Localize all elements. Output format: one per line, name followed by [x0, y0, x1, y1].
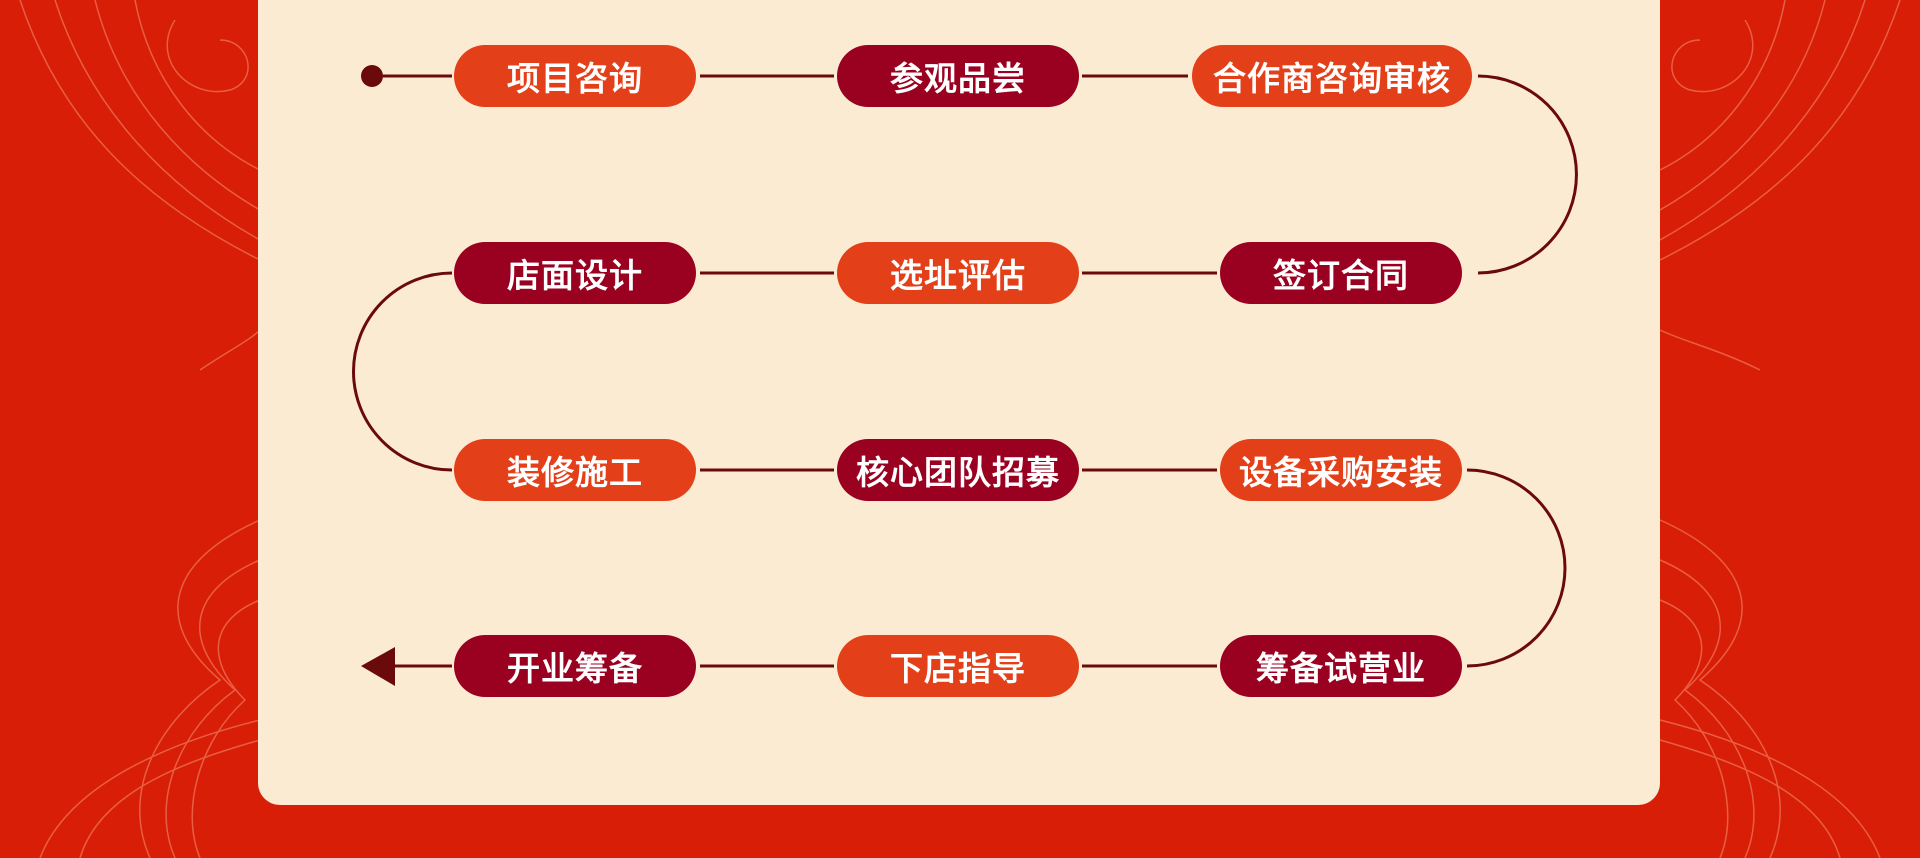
step-project-consult: 项目咨询 — [454, 45, 696, 107]
step-label: 选址评估 — [890, 256, 1026, 295]
start-dot — [361, 65, 383, 87]
step-onsite-guidance: 下店指导 — [837, 635, 1079, 697]
step-label: 核心团队招募 — [856, 453, 1060, 492]
step-label: 筹备试营业 — [1256, 649, 1426, 688]
step-label: 装修施工 — [507, 453, 643, 492]
step-label: 设备采购安装 — [1239, 453, 1443, 492]
step-equipment-install: 设备采购安装 — [1220, 439, 1462, 501]
connector-3-4 — [1477, 74, 1578, 275]
step-partner-review: 合作商咨询审核 — [1192, 45, 1472, 107]
step-sign-contract: 签订合同 — [1220, 242, 1462, 304]
step-opening-prep: 开业筹备 — [454, 635, 696, 697]
step-label: 签订合同 — [1273, 256, 1409, 295]
end-arrow-icon — [361, 647, 395, 686]
step-label: 开业筹备 — [507, 649, 643, 688]
step-label: 参观品尝 — [890, 59, 1026, 98]
step-trial-operation-prep: 筹备试营业 — [1220, 635, 1462, 697]
step-label: 合作商咨询审核 — [1213, 59, 1451, 98]
step-label: 店面设计 — [507, 256, 643, 295]
step-site-assessment: 选址评估 — [837, 242, 1079, 304]
step-renovation: 装修施工 — [454, 439, 696, 501]
connector-9-10 — [1466, 468, 1567, 668]
step-visit-tasting: 参观品尝 — [837, 45, 1079, 107]
step-team-recruitment: 核心团队招募 — [837, 439, 1079, 501]
step-store-design: 店面设计 — [454, 242, 696, 304]
step-label: 项目咨询 — [507, 59, 643, 98]
connector-6-7 — [352, 271, 453, 472]
step-label: 下店指导 — [890, 649, 1026, 688]
